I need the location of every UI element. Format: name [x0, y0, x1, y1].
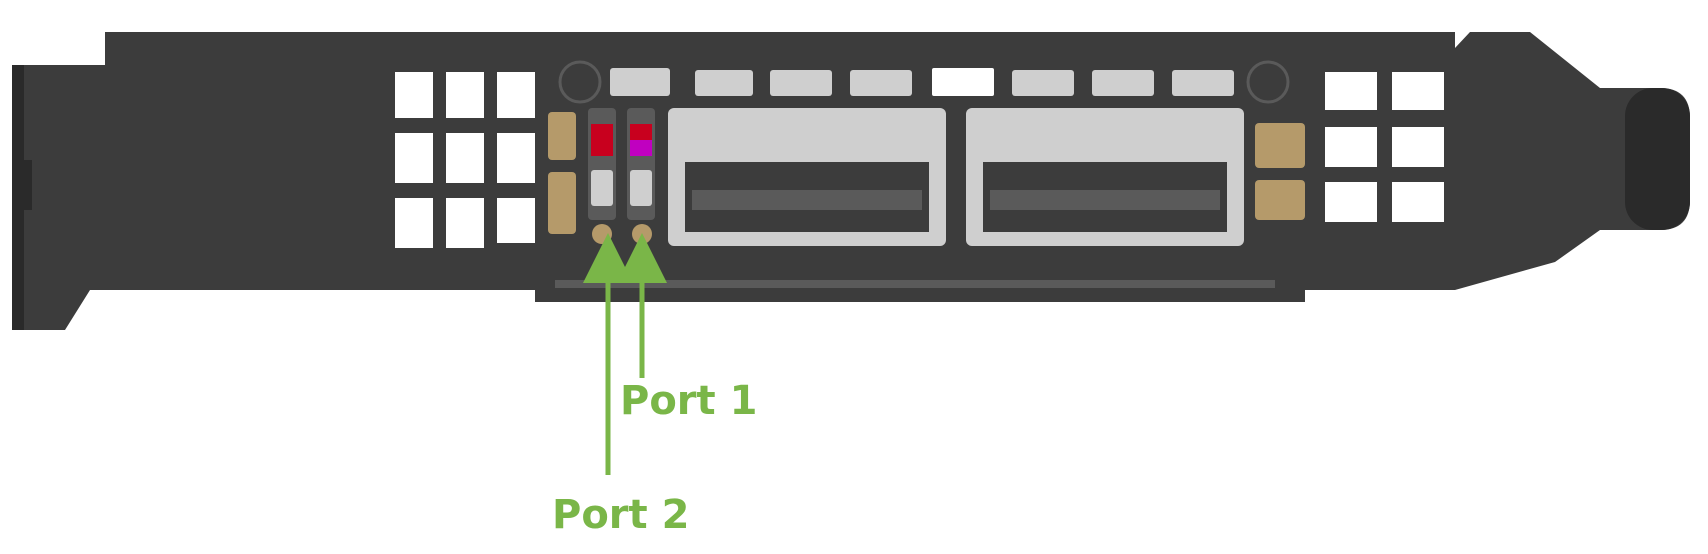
port-1-label: Port 1 [620, 378, 757, 424]
right-vent-grid [1325, 72, 1444, 222]
led-lower-2 [591, 170, 613, 206]
port-2-label: Port 2 [552, 492, 689, 538]
screw-left [558, 60, 602, 104]
led-lower-1 [630, 170, 652, 206]
qsfp-cage-2 [966, 108, 1244, 246]
top-slot-row [610, 68, 1234, 96]
bracket-tab [1625, 88, 1690, 230]
port-1-led [632, 224, 652, 244]
gold-contact-left-bottom [548, 172, 576, 234]
gold-contact-left-top [548, 112, 576, 160]
gold-contact-right-top [1255, 123, 1305, 168]
led-magenta [630, 140, 652, 156]
left-vent-grid [395, 72, 535, 248]
gold-contact-right-bottom [1255, 180, 1305, 220]
screw-right [1246, 60, 1290, 104]
flange-notch [12, 160, 32, 210]
bottom-rail [555, 280, 1275, 288]
port-2-led [592, 224, 612, 244]
qsfp-cage-1 [668, 108, 946, 246]
led-red-2 [591, 124, 613, 156]
